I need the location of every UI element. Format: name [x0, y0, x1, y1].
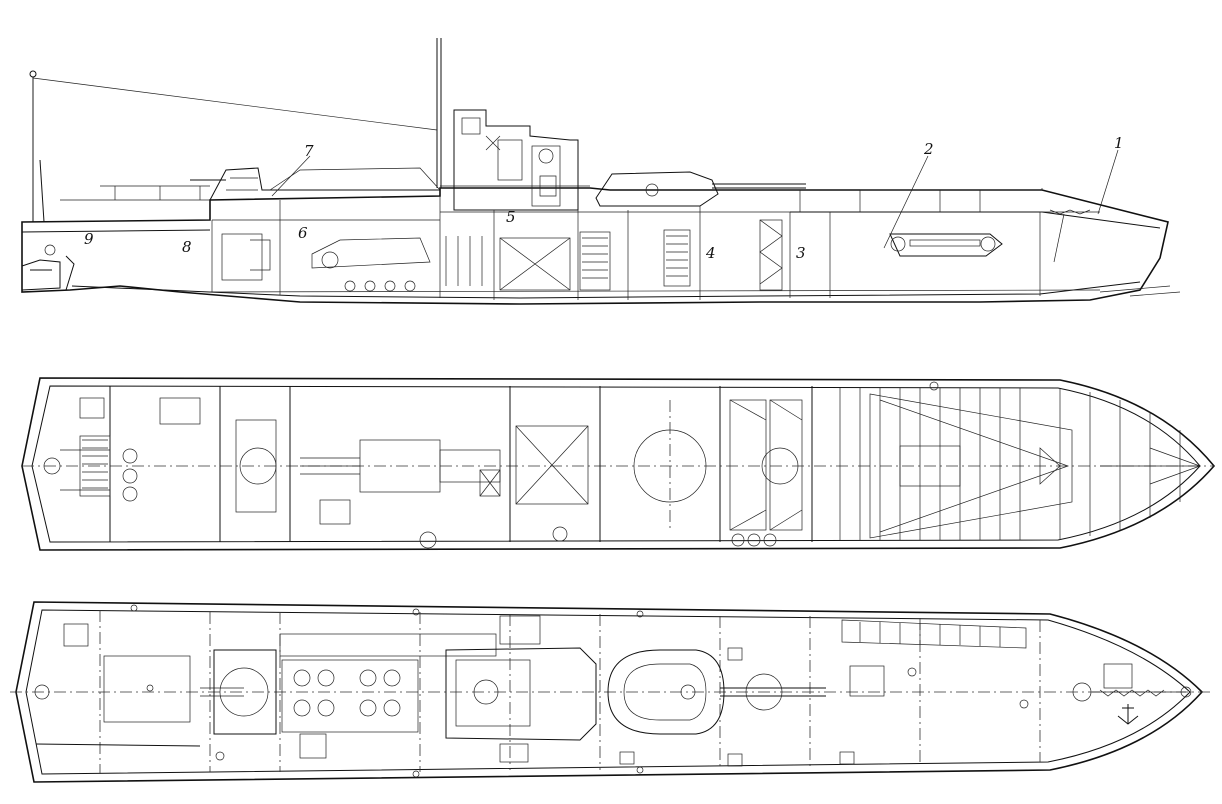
callout-7: 7 [304, 142, 314, 160]
callout-1: 1 [1114, 134, 1124, 152]
callout-6: 6 [298, 224, 308, 242]
callout-4: 4 [705, 244, 716, 262]
bridge-superstructure [453, 109, 579, 211]
main-mast [436, 38, 442, 188]
propeller-and-rudder [21, 255, 75, 291]
callout-2: 2 [923, 140, 934, 158]
side-lifeboat [889, 233, 1003, 257]
side-elevation-view: 1 2 3 4 5 6 7 8 9 [21, 38, 1181, 305]
callout-8: 8 [182, 238, 192, 256]
upper-deck-plan-view [10, 601, 1210, 783]
depth-charge-racks [281, 659, 419, 733]
forward-gun-mount-plan [607, 649, 725, 735]
aft-gun-mount [213, 649, 277, 735]
bridge-deckhouse-plan [445, 647, 597, 741]
callout-5: 5 [506, 208, 516, 226]
bow-ventilation-grille [841, 619, 1027, 649]
lower-deck-hull-outline [21, 377, 1216, 551]
forward-gun-turret [595, 171, 719, 207]
lower-deck-plan-view [21, 377, 1216, 551]
anchor-icon [1117, 704, 1139, 725]
callout-9: 9 [84, 230, 94, 248]
anchor-chain [1092, 689, 1186, 697]
callout-3: 3 [796, 244, 806, 262]
